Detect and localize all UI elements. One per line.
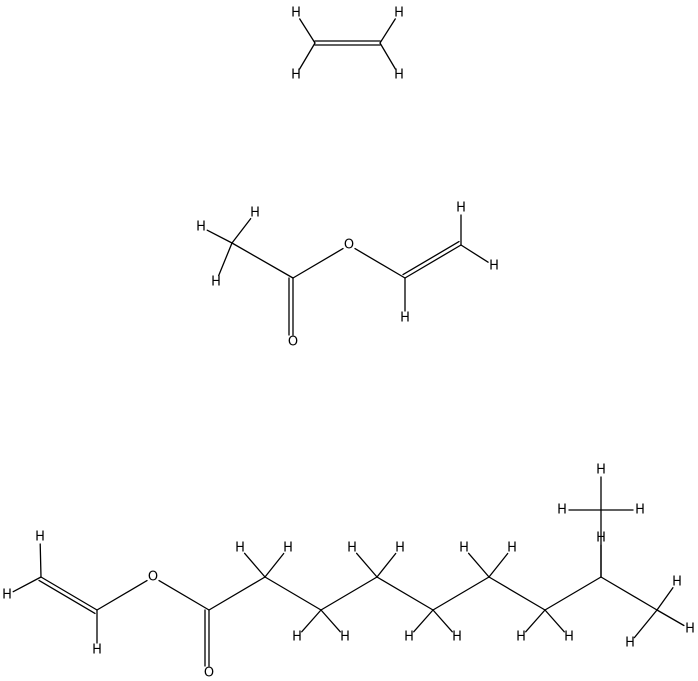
single-bond: [299, 18, 316, 44]
hydrogen-atom-label: H: [404, 630, 414, 645]
oxygen-atom-label: O: [288, 335, 298, 350]
hydrogen-atom-label: H: [489, 259, 499, 274]
oxygen-atom-label: O: [148, 570, 158, 585]
single-bond: [544, 609, 565, 633]
hydrogen-atom-label: H: [2, 588, 12, 603]
oxygen-atom-label: O: [344, 238, 354, 253]
double-bond: [402, 240, 460, 276]
single-bond: [12, 576, 42, 593]
hydrogen-atom-label: H: [394, 68, 404, 83]
hydrogen-atom-label: H: [291, 6, 301, 21]
hydrogen-atom-label: H: [347, 541, 357, 556]
single-bond: [656, 587, 674, 611]
single-bond: [96, 579, 148, 611]
oxygen-atom-label: O: [204, 666, 214, 681]
hydrogen-atom-label: H: [291, 68, 301, 83]
hydrogen-atom-label: H: [394, 6, 404, 21]
hydrogen-atom-label: H: [250, 206, 260, 221]
single-bond: [432, 609, 453, 633]
double-bond: [38, 579, 96, 615]
hydrogen-atom-label: H: [452, 630, 462, 645]
hydrogen-atom-label: H: [211, 275, 221, 290]
hydrogen-atom-label: H: [196, 220, 206, 235]
single-bond: [633, 609, 658, 639]
hydrogen-atom-label: H: [557, 503, 567, 518]
hydrogen-atom-label: H: [292, 630, 302, 645]
hydrogen-atom-label: H: [516, 630, 526, 645]
single-bond: [39, 543, 42, 578]
hydrogen-atom-label: H: [340, 630, 350, 645]
single-bond: [413, 609, 434, 633]
hydrogen-atom-label: H: [456, 201, 466, 216]
double-bond: [404, 244, 462, 279]
hydrogen-atom-label: H: [596, 463, 606, 478]
single-bond: [460, 244, 489, 263]
hydrogen-atom-label: H: [395, 541, 405, 556]
hydrogen-atom-label: H: [635, 503, 645, 518]
single-bond: [376, 576, 434, 611]
single-bond: [320, 576, 378, 611]
single-bond: [243, 552, 266, 578]
single-bond: [292, 247, 344, 279]
hydrogen-atom-label: H: [459, 541, 469, 556]
single-bond: [206, 229, 233, 244]
single-bond: [264, 576, 322, 611]
hydrogen-atom-label: H: [92, 643, 102, 658]
single-bond: [218, 242, 233, 277]
single-bond: [379, 18, 396, 44]
single-bond: [600, 576, 658, 611]
hydrogen-atom-label: H: [564, 630, 574, 645]
single-bond: [231, 242, 294, 279]
double-bond: [40, 576, 98, 611]
hydrogen-atom-label: H: [283, 541, 293, 556]
hydrogen-atom-label: H: [685, 622, 695, 637]
atoms-layer: H H H H H H H O O H H H H H H O O H H H H H H H H H H H H H H H H H H H: [2, 6, 695, 681]
single-bond: [354, 247, 406, 279]
single-bond: [355, 552, 378, 578]
single-bond: [264, 552, 285, 578]
hydrogen-atom-label: H: [672, 575, 682, 590]
hydrogen-atom-label: H: [596, 531, 606, 546]
single-bond: [298, 42, 316, 70]
single-bond: [488, 576, 546, 611]
single-bond: [379, 42, 397, 70]
hydrogen-atom-label: H: [625, 636, 635, 651]
single-bond: [376, 552, 397, 578]
hydrogen-atom-label: H: [507, 541, 517, 556]
hydrogen-atom-label: H: [235, 541, 245, 556]
single-bond: [467, 552, 490, 578]
single-bond: [525, 609, 546, 633]
single-bond: [488, 552, 509, 578]
single-bond: [656, 609, 685, 627]
hydrogen-atom-label: H: [400, 311, 410, 326]
single-bond: [301, 609, 322, 633]
single-bond: [208, 576, 266, 611]
single-bond: [320, 609, 341, 633]
single-bond: [544, 576, 602, 611]
bonds-layer: [12, 18, 685, 667]
single-bond: [158, 579, 210, 611]
single-bond: [432, 576, 490, 611]
single-bond: [231, 217, 252, 244]
hydrogen-atom-label: H: [35, 530, 45, 545]
